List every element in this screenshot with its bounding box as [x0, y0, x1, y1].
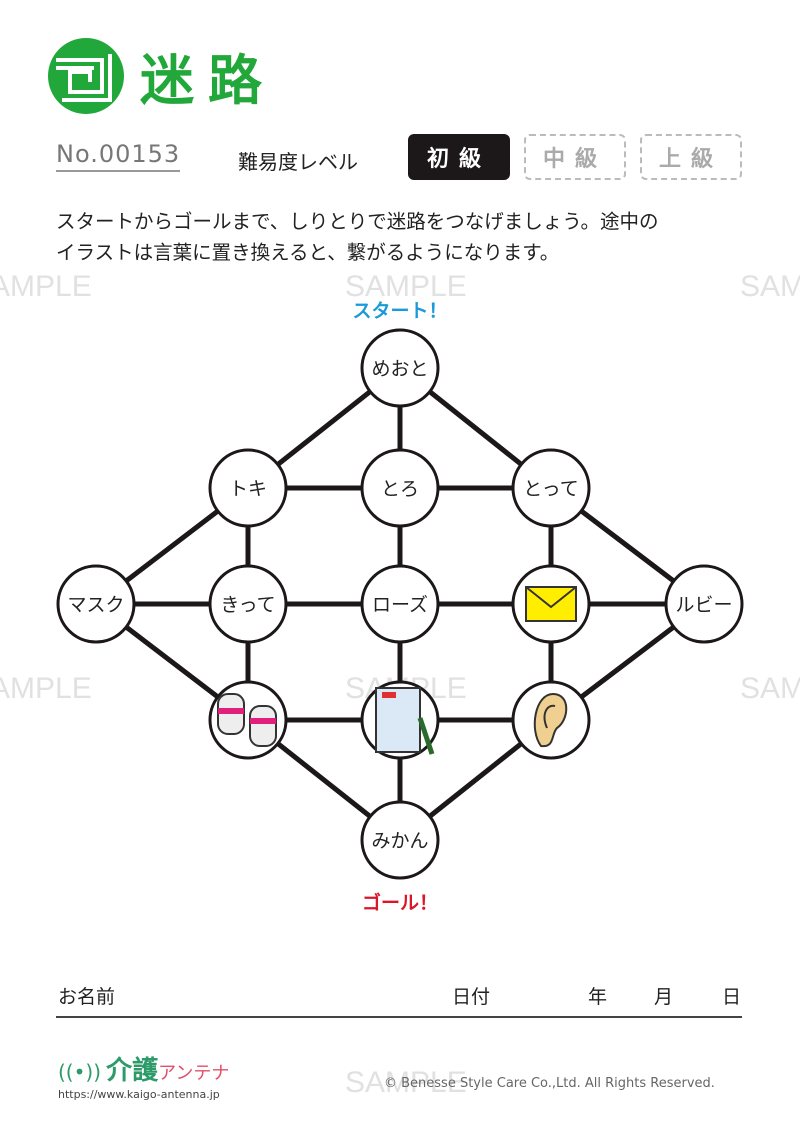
maze-node: とろ — [360, 448, 440, 528]
maze-node: マスク — [56, 564, 136, 644]
date-label: 日付 — [452, 986, 491, 1008]
brand-kana: アンテナ — [158, 1063, 230, 1084]
node-label: めおと — [371, 358, 428, 380]
node-label: トキ — [229, 478, 267, 500]
maze-node — [360, 680, 440, 760]
maze-node — [511, 680, 591, 760]
notepad-icon — [375, 687, 435, 755]
watermark: SAMPLE — [0, 270, 92, 303]
maze-node: きって — [208, 564, 288, 644]
level-beginner: 初級 — [408, 134, 510, 180]
watermark: SAMPLE — [740, 672, 800, 705]
name-label: お名前 — [58, 986, 116, 1008]
puzzle-number: No.00153 — [56, 140, 181, 172]
page-title: 迷路 — [140, 49, 276, 112]
antenna-icon: ((•)) — [58, 1060, 102, 1084]
node-label: マスク — [67, 594, 124, 616]
maze-node — [511, 564, 591, 644]
node-label: ローズ — [372, 594, 428, 616]
node-label: ルビー — [675, 594, 732, 616]
maze-node: ルビー — [664, 564, 744, 644]
difficulty-label: 難易度レベル — [238, 150, 358, 174]
year-label: 年 — [588, 986, 608, 1008]
maze-node: トキ — [208, 448, 288, 528]
envelope-icon — [525, 586, 577, 622]
level-advanced: 上級 — [640, 134, 742, 180]
watermark: SAMPLE — [345, 1066, 467, 1099]
maze-node: とって — [511, 448, 591, 528]
brand-name: 介護 — [106, 1056, 159, 1086]
watermark: SAMPLE — [740, 270, 800, 303]
mittens-icon — [217, 693, 277, 747]
maze-node: みかん — [360, 800, 440, 880]
instruction-line: スタートからゴールまで、しりとりで迷路をつなげましょう。途中の — [56, 210, 659, 233]
copyright: © Benesse Style Care Co.,Ltd. All Rights… — [384, 1076, 715, 1091]
start-label: スタート！ — [352, 300, 448, 322]
goal-label: ゴール！ — [361, 892, 438, 914]
watermark: SAMPLE — [345, 270, 467, 303]
node-label: とって — [523, 478, 578, 500]
day-label: 日 — [722, 986, 742, 1008]
maze-logo-icon — [48, 38, 124, 114]
instructions: スタートからゴールまで、しりとりで迷路をつなげましょう。途中の イラストは言葉に… — [56, 206, 756, 268]
month-label: 月 — [654, 986, 674, 1008]
node-label: きって — [220, 594, 275, 616]
instruction-line: イラストは言葉に置き換えると、繋がるようになります。 — [56, 241, 560, 264]
brand-logo: ((•)) 介護アンテナ — [58, 1050, 229, 1087]
maze-node: めおと — [360, 328, 440, 408]
brand-url: https://www.kaigo-antenna.jp — [58, 1088, 220, 1101]
ear-icon — [533, 692, 568, 748]
maze-node: ローズ — [360, 564, 440, 644]
node-label: みかん — [371, 830, 428, 852]
watermark: SAMPLE — [0, 672, 92, 705]
node-label: とろ — [381, 478, 419, 500]
maze-node — [208, 680, 288, 760]
name-date-row: お名前 日付 年 月 日 — [56, 980, 742, 1018]
level-intermediate: 中級 — [524, 134, 626, 180]
